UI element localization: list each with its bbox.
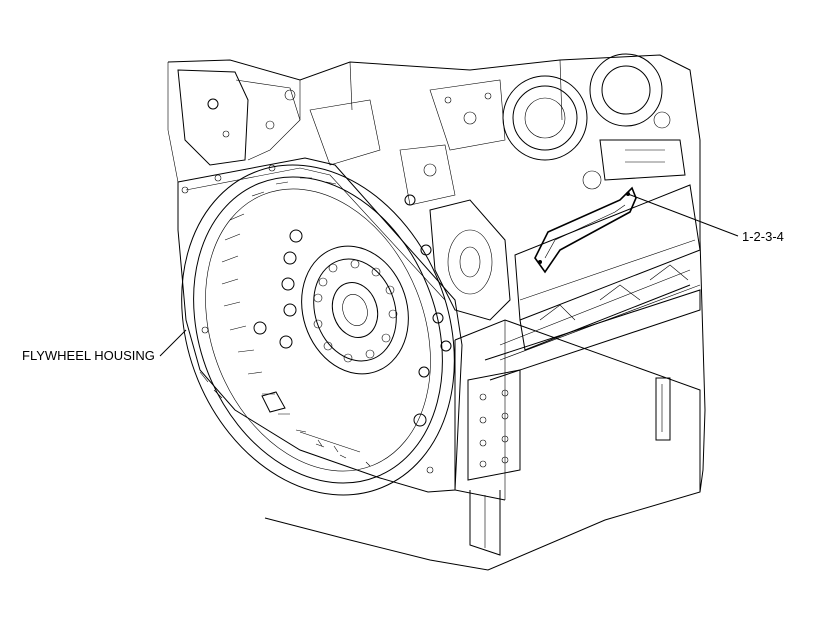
lower-block — [454, 319, 701, 556]
block-side — [484, 184, 701, 381]
flywheel-hub — [301, 245, 409, 375]
flywheel-bolts — [253, 194, 452, 427]
flywheel-housing — [177, 157, 463, 493]
flywheel-teeth — [221, 177, 371, 467]
callout-flywheel-housing: FLYWHEEL HOUSING — [22, 348, 155, 363]
callout-leader-line-housing — [159, 329, 187, 357]
flywheel-ring — [181, 164, 455, 496]
callout-leader-line-parts — [627, 193, 739, 237]
lower-housing-details — [199, 371, 361, 453]
callout-part-numbers: 1-2-3-4 — [742, 229, 784, 244]
side-cover-plate — [534, 186, 637, 274]
top-bracket — [177, 69, 301, 166]
upper-right-details — [309, 53, 686, 206]
timing-cover — [429, 199, 511, 321]
